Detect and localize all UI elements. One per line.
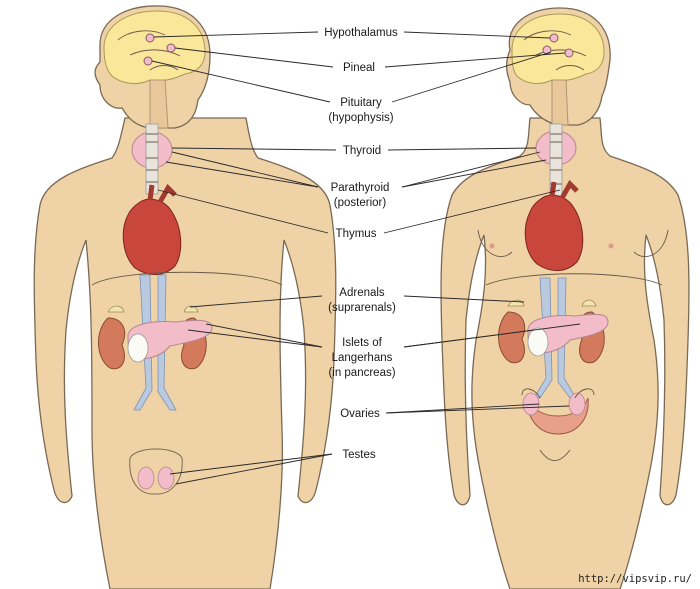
label-testes: Testes bbox=[342, 449, 375, 461]
female-pineal-dot bbox=[564, 48, 574, 58]
male-hypothalamus-dot bbox=[145, 33, 155, 43]
male-kidney-left bbox=[98, 317, 126, 370]
label-islets-2: Langerhans bbox=[332, 352, 393, 364]
female-ovary-right bbox=[568, 392, 586, 416]
male-figure bbox=[33, 5, 337, 589]
leader-lines bbox=[151, 31, 581, 485]
label-ovaries: Ovaries bbox=[340, 408, 380, 420]
label-pituitary-sub: (hypophysis) bbox=[328, 112, 393, 124]
male-heart bbox=[122, 198, 182, 275]
male-brain bbox=[103, 10, 206, 84]
male-spine bbox=[149, 79, 169, 129]
label-adrenals-sub: (suprarenals) bbox=[328, 302, 396, 314]
label-parathyroid-sub: (posterior) bbox=[334, 197, 387, 209]
label-thyroid: Thyroid bbox=[343, 145, 381, 157]
male-vessels bbox=[133, 274, 177, 411]
label-parathyroid: Parathyroid bbox=[331, 182, 390, 194]
label-islets-1: Islets of bbox=[342, 337, 382, 349]
label-adrenals: Adrenals bbox=[339, 287, 385, 299]
watermark-url: http://vipsvip.ru/ bbox=[578, 573, 692, 585]
female-brain bbox=[511, 13, 605, 84]
female-body-outline bbox=[440, 117, 690, 589]
label-pineal: Pineal bbox=[343, 62, 375, 74]
label-pituitary: Pituitary bbox=[340, 97, 382, 109]
labels: Hypothalamus Pineal Pituitary (hypophysi… bbox=[324, 27, 398, 461]
male-adrenals bbox=[107, 305, 199, 313]
female-figure bbox=[440, 7, 690, 589]
label-islets-3: (in pancreas) bbox=[328, 367, 395, 379]
male-pineal-dot bbox=[166, 43, 176, 53]
female-heart bbox=[524, 194, 584, 271]
female-hypothalamus-dot bbox=[549, 33, 559, 43]
male-pituitary-dot bbox=[143, 56, 153, 66]
label-hypothalamus: Hypothalamus bbox=[324, 27, 398, 39]
female-adrenals bbox=[507, 299, 597, 307]
female-uterus bbox=[527, 397, 589, 435]
female-kidney-left bbox=[498, 311, 526, 364]
label-thymus: Thymus bbox=[336, 228, 377, 240]
